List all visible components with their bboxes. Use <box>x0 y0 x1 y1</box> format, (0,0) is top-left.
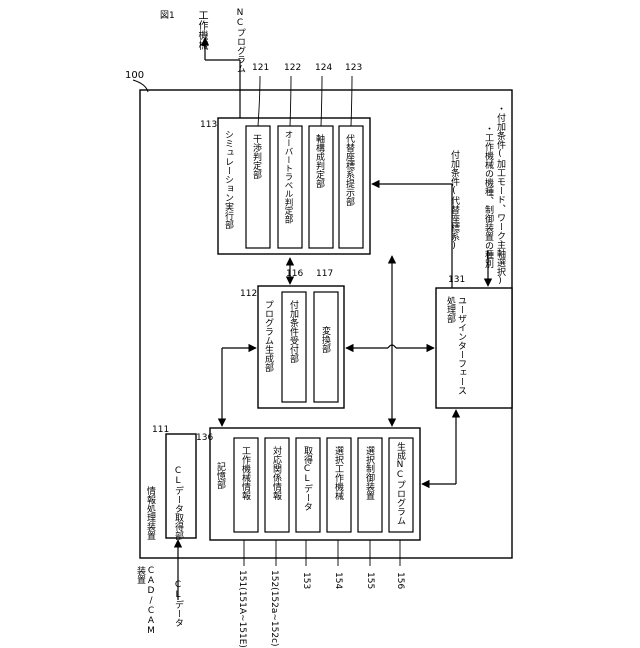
storage-ref-155: 155 <box>365 572 375 589</box>
additional-condition-label: 付加条件(代替座標系) <box>448 150 461 251</box>
interference-label: 干渉判定部 <box>250 134 263 179</box>
ui-label: ユーザインターフェース処理部 <box>444 296 466 402</box>
storage-item-label-152: 対応関係情報 <box>270 446 283 500</box>
storage-item-label-151: 工作機械情報 <box>239 446 252 500</box>
ref-124: 124 <box>315 63 332 73</box>
storage-ref-156: 156 <box>395 572 405 589</box>
nc-program-label: NCプログラム <box>234 8 247 73</box>
cl-acq-label: CLデータ取得部 <box>172 466 185 540</box>
ref-122: 122 <box>284 63 301 73</box>
ref-117: 117 <box>316 269 333 279</box>
axis-config-label: 軸構成判定部 <box>313 134 326 188</box>
storage-ref-152: 152(152a~152c) <box>268 570 279 636</box>
ui-input-line-2: ・付加条件(加工モード、ワーク主軸選択) <box>494 104 505 286</box>
info-device-label: 情報処理装置 <box>144 486 157 540</box>
ui-ref: 131 <box>448 275 465 285</box>
cl-data-in-label: CLデータ <box>172 580 185 627</box>
storage-item-label-155: 選択制御装置 <box>363 446 376 500</box>
ui-input-line-1: ・工作機械の機種、制御装置の種別 <box>482 124 493 268</box>
storage-item-label-156: 生成NCプログラム <box>394 442 407 525</box>
ref-121: 121 <box>252 63 269 73</box>
device-ref: 100 <box>125 70 144 81</box>
machine-tool-label: 工作機械 <box>194 10 209 50</box>
converter-label: 変換部 <box>319 326 332 353</box>
overtravel-label: オーバートラベル判定部 <box>282 130 294 224</box>
alt-coord-label: 代替座標系提示部 <box>343 134 356 206</box>
simulation-label: シミュレーション実行部 <box>222 130 233 250</box>
storage-ref-153: 153 <box>301 572 311 589</box>
figure-label: 図1 <box>160 10 175 21</box>
storage-ref-151: 151(151A~151E) <box>236 570 247 636</box>
storage-label: 記憶部 <box>214 462 227 489</box>
program-gen-ref: 112 <box>240 289 257 299</box>
storage-item-label-154: 選択工作機械 <box>332 446 345 500</box>
cl-acq-ref: 111 <box>152 425 169 435</box>
storage-item-label-153: 取得CLデータ <box>301 446 314 511</box>
program-gen-label: プログラム生成部 <box>262 300 275 372</box>
ref-116: 116 <box>286 269 303 279</box>
storage-ref: 136 <box>196 433 213 443</box>
ref-123: 123 <box>345 63 362 73</box>
additional-accept-label: 付加条件受付部 <box>287 300 300 363</box>
cad-cam-label: CAD/CAM装置 <box>134 566 156 636</box>
simulation-ref: 113 <box>200 120 217 130</box>
storage-ref-154: 154 <box>333 572 343 589</box>
